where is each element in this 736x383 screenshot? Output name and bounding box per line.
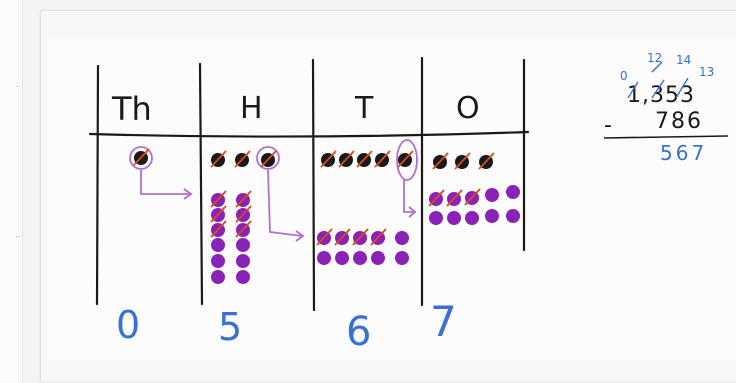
- answer-line: [604, 136, 728, 138]
- counter: [353, 251, 367, 265]
- regroup-mark-hundreds: 12: [647, 51, 662, 65]
- counter: [485, 188, 499, 202]
- regroup-mark-tens: 14: [676, 53, 691, 67]
- counter: [236, 254, 250, 268]
- grid-line: [97, 66, 98, 304]
- header-ones: O: [456, 91, 480, 126]
- regroup-mark-thousands: 0: [620, 69, 628, 83]
- header-tens: T: [354, 91, 374, 126]
- written-subtraction: 0 12 14 13 1,353 - 786 567: [604, 51, 728, 165]
- counter: [211, 254, 225, 268]
- counter: [465, 211, 479, 225]
- regroup-arrows: [130, 140, 417, 241]
- counter: [429, 211, 443, 225]
- counter: [236, 270, 250, 284]
- regroup-arrow: [141, 170, 190, 194]
- counter: [485, 209, 499, 223]
- difference: 567: [660, 141, 707, 165]
- counter: [506, 209, 520, 223]
- counter: [506, 185, 520, 199]
- counters-layer: [134, 149, 520, 284]
- counter: [335, 251, 349, 265]
- minuend: 1,353: [627, 83, 695, 108]
- subtrahend: 786: [655, 109, 703, 134]
- header-thousands: Th: [111, 90, 152, 128]
- counter: [447, 211, 461, 225]
- grid-line: [200, 64, 202, 304]
- header-divider: [90, 132, 528, 137]
- answer-digit-ones: 7: [430, 297, 457, 346]
- header-hundreds: H: [240, 91, 263, 126]
- answer-digit-thousands: 0: [116, 303, 140, 347]
- counter: [395, 231, 409, 245]
- counter: [236, 238, 250, 252]
- counter: [211, 238, 225, 252]
- regroup-arrow: [268, 170, 302, 236]
- minus-sign: -: [604, 113, 612, 138]
- answer-digit-tens: 6: [346, 309, 371, 355]
- counter: [211, 270, 225, 284]
- regroup-mark-ones: 13: [699, 65, 714, 79]
- counter: [395, 251, 409, 265]
- counter: [371, 251, 385, 265]
- grid-line: [313, 60, 314, 310]
- counter: [317, 251, 331, 265]
- answer-digit-hundreds: 5: [218, 305, 242, 349]
